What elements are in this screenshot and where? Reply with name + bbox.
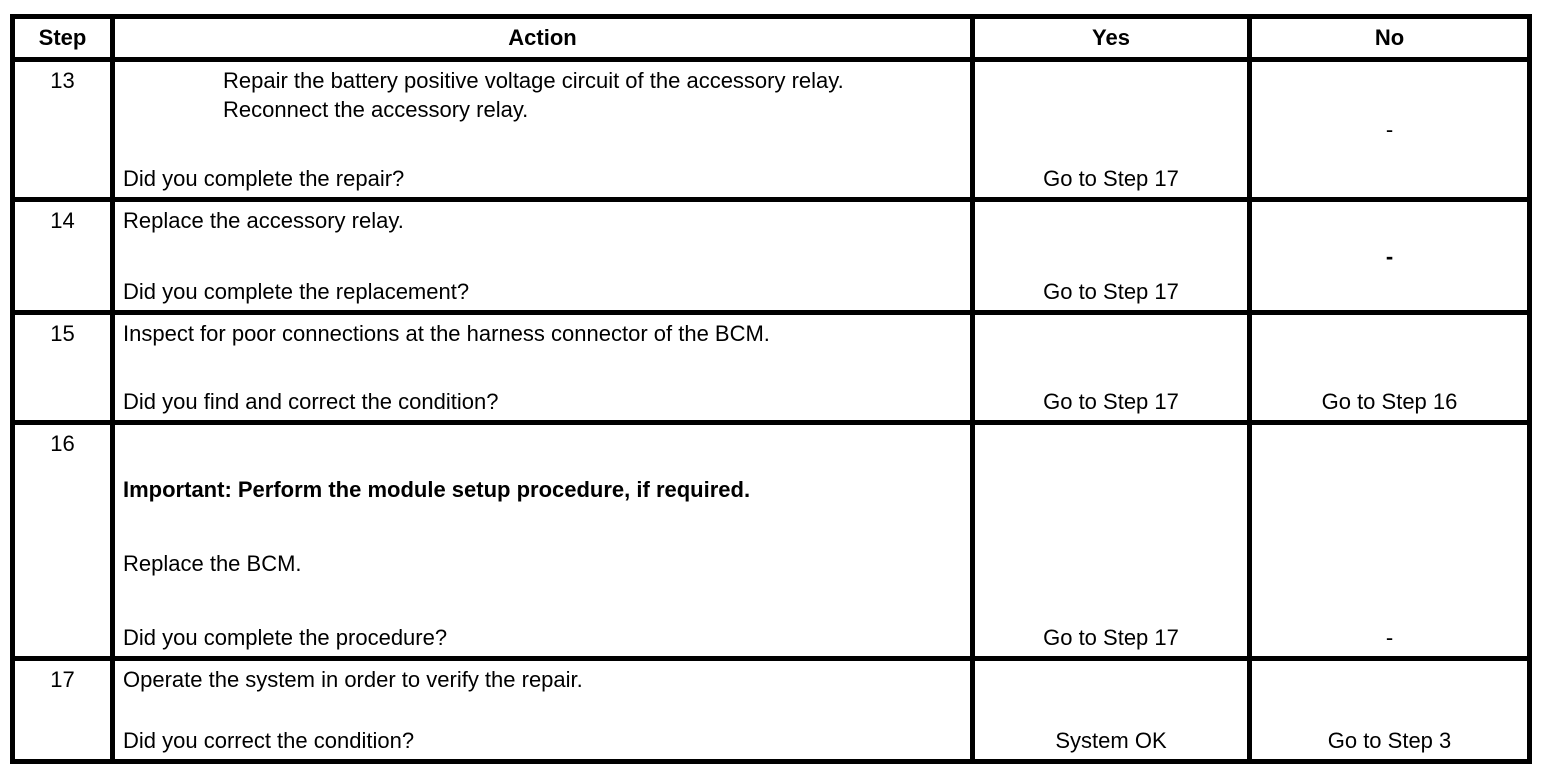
col-header-step: Step (10, 14, 115, 62)
yes-cell: Go to Step 17 (970, 197, 1252, 315)
step-number: 16 (10, 420, 115, 661)
yes-result: System OK (1055, 728, 1167, 753)
action-cell: Inspect for poor connections at the harn… (110, 310, 975, 425)
yes-result: Go to Step 17 (1043, 279, 1179, 304)
col-header-yes: Yes (970, 14, 1252, 62)
no-result: - (1385, 625, 1394, 650)
table-row-step-14: 14 Replace the accessory relay. Did you … (10, 197, 1532, 315)
no-cell: - (1247, 420, 1532, 661)
yes-cell: Go to Step 17 (970, 310, 1252, 425)
step-number: 13 (10, 57, 115, 202)
yes-result: Go to Step 17 (1043, 166, 1179, 191)
yes-cell: Go to Step 17 (970, 420, 1252, 661)
yes-result: Go to Step 17 (1043, 625, 1179, 650)
no-cell: - (1247, 57, 1532, 202)
action-question: Did you complete the replacement? (123, 279, 470, 304)
yes-cell: System OK (970, 656, 1252, 764)
table-row-step-13: 13 Repair the battery positive voltage c… (10, 57, 1532, 202)
action-text: Operate the system in order to verify th… (123, 667, 583, 692)
action-question: Did you correct the condition? (123, 728, 415, 753)
no-result: Go to Step 16 (1321, 389, 1458, 414)
action-cell: Replace the accessory relay. Did you com… (110, 197, 975, 315)
action-question: Did you find and correct the condition? (123, 389, 499, 414)
action-text: Replace the accessory relay. (123, 208, 404, 233)
action-important-note: Important: Perform the module setup proc… (123, 477, 751, 502)
action-text: Replace the BCM. (123, 551, 302, 576)
action-cell: Operate the system in order to verify th… (110, 656, 975, 764)
no-result: - (1385, 243, 1394, 269)
no-cell: Go to Step 16 (1247, 310, 1532, 425)
step-number: 15 (10, 310, 115, 425)
col-header-action: Action (110, 14, 975, 62)
action-text: Repair the battery positive voltage circ… (223, 68, 844, 122)
col-header-no: No (1247, 14, 1532, 62)
no-cell: Go to Step 3 (1247, 656, 1532, 764)
header-row: Step Action Yes No (10, 14, 1532, 62)
diagnostic-step-table: Step Action Yes No 13 Repair the battery… (10, 14, 1532, 764)
action-cell: Repair the battery positive voltage circ… (110, 57, 975, 202)
action-text: Inspect for poor connections at the harn… (123, 321, 770, 346)
table-row-step-17: 17 Operate the system in order to verify… (10, 656, 1532, 764)
no-result: - (1385, 117, 1394, 142)
no-cell: - (1247, 197, 1532, 315)
action-question: Did you complete the repair? (123, 166, 405, 191)
step-number: 17 (10, 656, 115, 764)
yes-cell: Go to Step 17 (970, 57, 1252, 202)
yes-result: Go to Step 17 (1043, 389, 1179, 414)
table-row-step-15: 15 Inspect for poor connections at the h… (10, 310, 1532, 425)
step-number: 14 (10, 197, 115, 315)
table-row-step-16: 16 Important: Perform the module setup p… (10, 420, 1532, 661)
action-cell: Important: Perform the module setup proc… (110, 420, 975, 661)
action-question: Did you complete the procedure? (123, 625, 448, 650)
no-result: Go to Step 3 (1327, 728, 1452, 753)
